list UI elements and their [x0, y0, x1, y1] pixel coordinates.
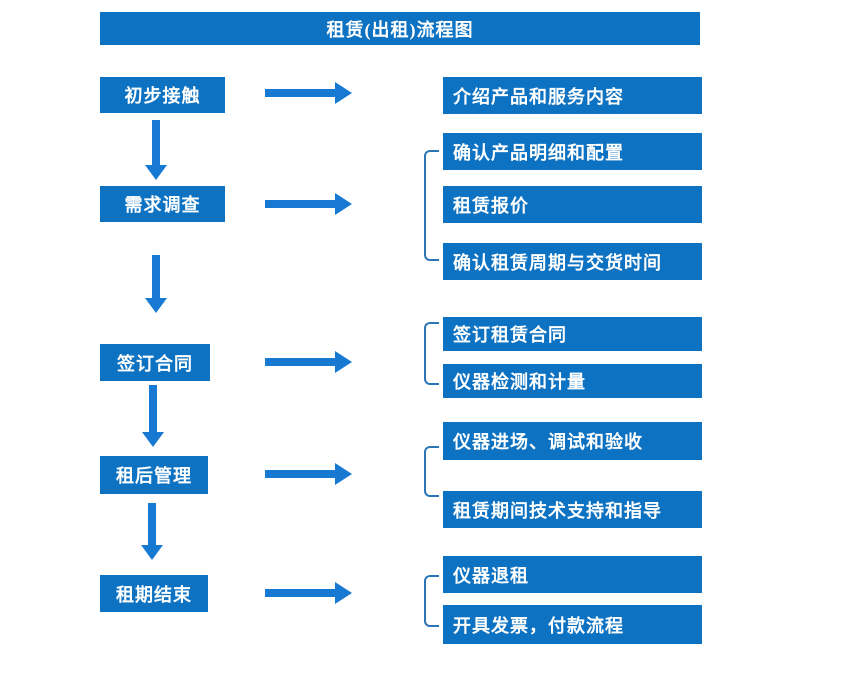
detail-box-technical-support: 租赁期间技术支持和指导: [443, 491, 702, 528]
flowchart-title-bar: 租赁(出租)流程图: [100, 12, 700, 45]
right-arrow-shaft: [265, 358, 335, 366]
down-arrow-head: [141, 545, 163, 560]
detail-box-instrument-testing: 仪器检测和计量: [443, 364, 702, 398]
group-bracket: [424, 322, 439, 385]
stage-box-sign-contract: 签订合同: [100, 344, 210, 381]
right-arrow-icon: [265, 82, 352, 104]
detail-box-instrument-setup-acceptance: 仪器进场、调试和验收: [443, 422, 702, 460]
stage-label: 租期结束: [116, 584, 192, 605]
right-arrow-icon: [265, 351, 352, 373]
down-arrow-head: [145, 298, 167, 313]
right-arrow-head: [335, 463, 352, 485]
detail-label: 确认租赁周期与交货时间: [453, 252, 662, 273]
right-arrow-head: [335, 82, 352, 104]
down-arrow-shaft: [152, 255, 160, 298]
detail-label: 介绍产品和服务内容: [453, 86, 624, 107]
stage-label: 签订合同: [117, 353, 193, 374]
right-arrow-shaft: [265, 89, 335, 97]
detail-label: 租赁报价: [453, 195, 529, 216]
right-arrow-head: [335, 582, 352, 604]
detail-label: 开具发票，付款流程: [453, 615, 624, 636]
stage-box-initial-contact: 初步接触: [100, 77, 225, 113]
detail-box-confirm-product-config: 确认产品明细和配置: [443, 133, 702, 170]
stage-label: 初步接触: [124, 86, 201, 106]
down-arrow-head: [142, 432, 164, 447]
detail-box-sign-rental-contract: 签订租赁合同: [443, 317, 702, 351]
right-arrow-icon: [265, 193, 352, 215]
down-arrow-icon: [145, 255, 167, 313]
detail-box-instrument-return: 仪器退租: [443, 556, 702, 593]
group-bracket: [424, 446, 439, 497]
right-arrow-icon: [265, 463, 352, 485]
down-arrow-shaft: [149, 385, 157, 432]
detail-label: 确认产品明细和配置: [453, 142, 624, 163]
group-bracket: [424, 575, 439, 627]
detail-box-invoice-payment: 开具发票，付款流程: [443, 605, 702, 644]
stage-box-rental-end: 租期结束: [100, 575, 208, 612]
down-arrow-icon: [145, 120, 167, 180]
down-arrow-shaft: [148, 503, 156, 545]
detail-box-introduce-products: 介绍产品和服务内容: [443, 77, 702, 114]
right-arrow-shaft: [265, 589, 335, 597]
detail-label: 仪器检测和计量: [453, 372, 586, 392]
detail-label: 签订租赁合同: [453, 325, 567, 345]
group-bracket: [424, 150, 439, 261]
down-arrow-icon: [141, 503, 163, 560]
detail-box-rental-quotation: 租赁报价: [443, 186, 702, 223]
right-arrow-shaft: [265, 200, 335, 208]
flowchart-title-text: 租赁(出租)流程图: [326, 19, 474, 40]
down-arrow-shaft: [152, 120, 160, 165]
stage-label: 租后管理: [116, 466, 192, 486]
detail-label: 仪器进场、调试和验收: [453, 432, 643, 452]
detail-box-confirm-period-delivery: 确认租赁周期与交货时间: [443, 243, 702, 280]
right-arrow-shaft: [265, 470, 335, 478]
down-arrow-icon: [142, 385, 164, 447]
detail-label: 仪器退租: [453, 565, 529, 586]
stage-box-post-rental-management: 租后管理: [100, 456, 208, 494]
detail-label: 租赁期间技术支持和指导: [453, 500, 662, 521]
stage-label: 需求调查: [124, 195, 201, 215]
stage-box-needs-survey: 需求调查: [100, 186, 225, 222]
right-arrow-icon: [265, 582, 352, 604]
down-arrow-head: [145, 165, 167, 180]
right-arrow-head: [335, 351, 352, 373]
right-arrow-head: [335, 193, 352, 215]
